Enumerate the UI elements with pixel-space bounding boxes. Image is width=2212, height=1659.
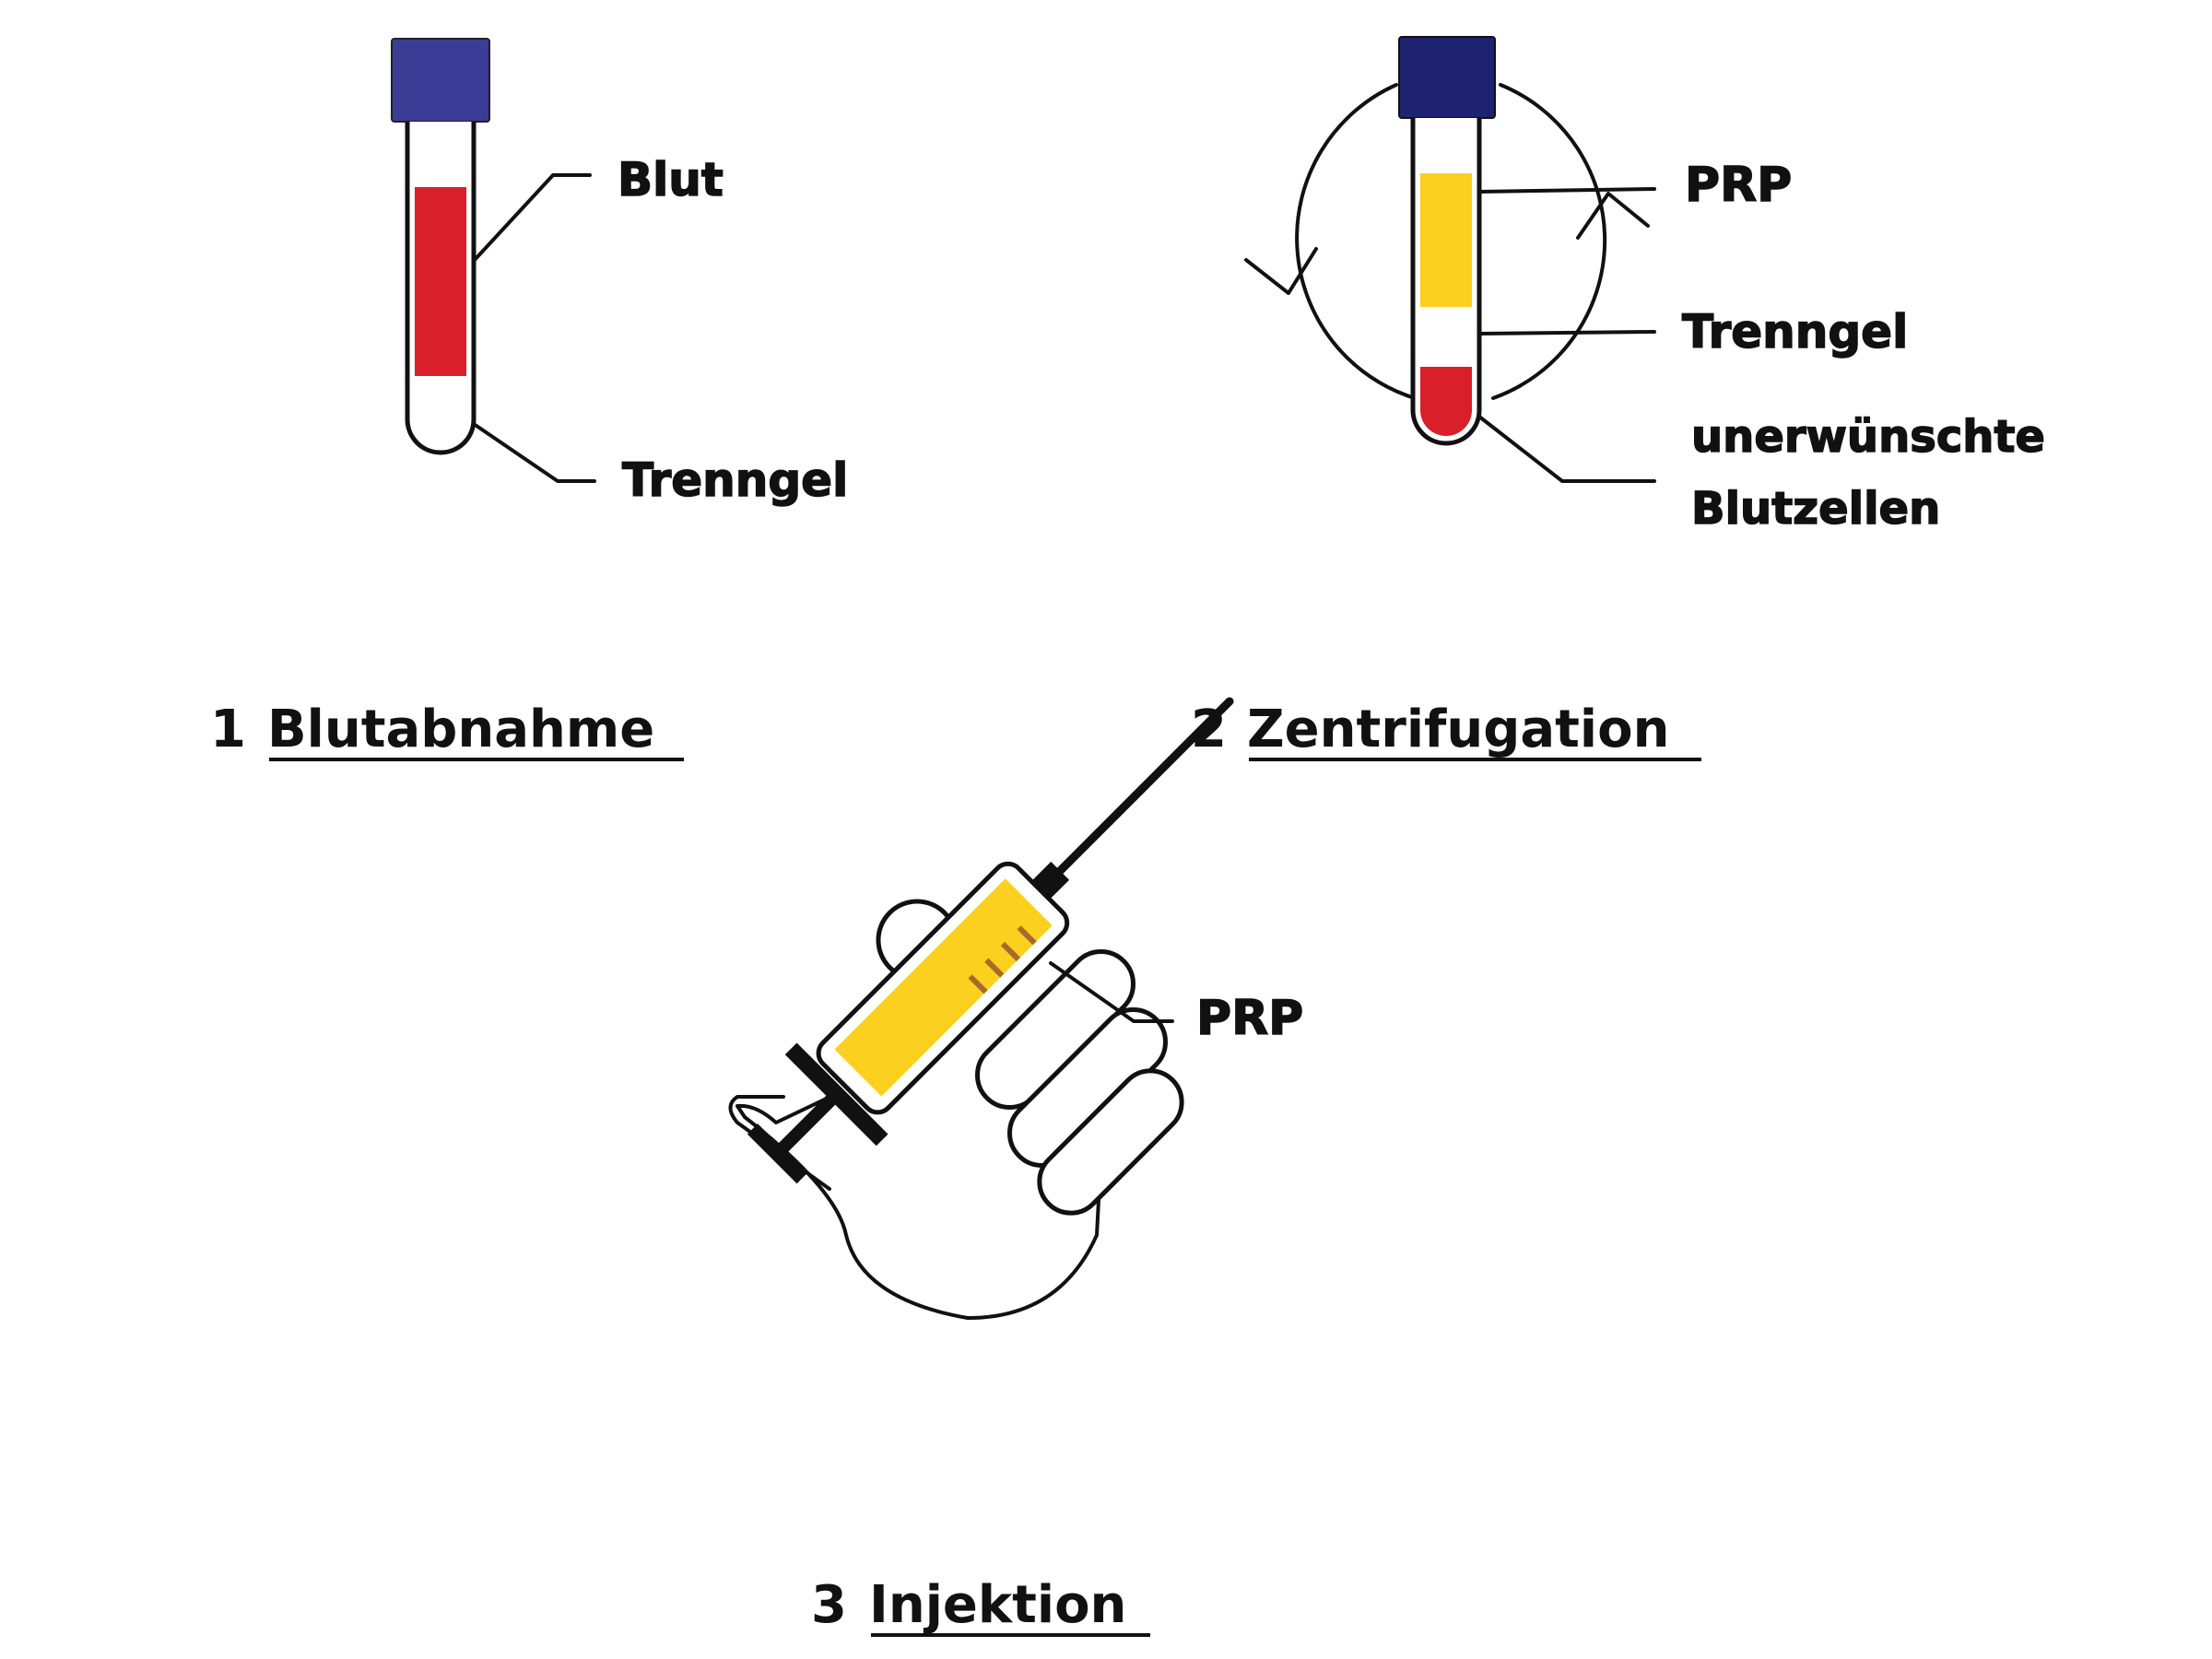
step-title: Zentrifugation — [1247, 700, 1669, 759]
syringe-flange — [784, 1042, 888, 1147]
leader-line-gel — [472, 422, 596, 483]
syringe-plasma-fill — [834, 878, 1053, 1097]
syringe-needle — [1055, 697, 1234, 876]
rotation-arrow-right-icon — [1576, 192, 1650, 240]
step-title-3: 3 Injektion — [811, 1575, 1150, 1637]
syringe-hand-illustration: PRP — [728, 697, 1304, 1320]
blood-fill — [415, 187, 466, 376]
label-separation-gel: Trenngel — [1682, 305, 1908, 359]
leader-line-blood — [472, 173, 592, 263]
tube-blood-collection: Blut Trenngel — [391, 38, 849, 508]
blood-cells-fill — [1420, 367, 1472, 436]
step-title: Blutabnahme — [267, 700, 654, 759]
syringe-icon — [747, 697, 1234, 1184]
plasma-fill — [1420, 173, 1472, 307]
label-prp: PRP — [1685, 158, 1792, 213]
label-unwanted-cells-line1: unerwünschte — [1691, 411, 2045, 463]
syringe-plunger-end — [747, 1124, 807, 1184]
tube-centrifugation: PRP Trenngel unerwünschte Blutzellen — [1244, 36, 2046, 535]
rotation-arrow-left-icon — [1244, 247, 1318, 295]
leader-line-cells — [1477, 415, 1656, 483]
label-blood: Blut — [618, 153, 724, 206]
leader-line-prp — [1049, 961, 1174, 1023]
tube-cap — [1398, 36, 1496, 119]
step-title-1: 1 Blutabnahme — [210, 700, 684, 761]
label-separation-gel: Trenngel — [622, 453, 848, 507]
rotation-circle-right — [1491, 83, 1607, 400]
rotation-circle — [1295, 83, 1417, 400]
leader-line-gel — [1477, 330, 1656, 335]
step-title-2: 2 Zentrifugation — [1191, 700, 1701, 761]
leader-line-prp — [1477, 187, 1656, 194]
label-unwanted-cells-line2: Blutzellen — [1691, 483, 1940, 535]
tube-cap — [391, 38, 490, 123]
hand-icon — [735, 1093, 1103, 1320]
syringe-plunger-rod — [775, 1094, 837, 1156]
label-prp: PRP — [1196, 991, 1303, 1046]
step-number: 1 — [210, 700, 246, 759]
step-title: Injektion — [869, 1575, 1126, 1635]
step-number: 3 — [811, 1575, 847, 1635]
thumb-icon — [728, 1095, 831, 1191]
finger-icon — [1037, 1068, 1184, 1216]
